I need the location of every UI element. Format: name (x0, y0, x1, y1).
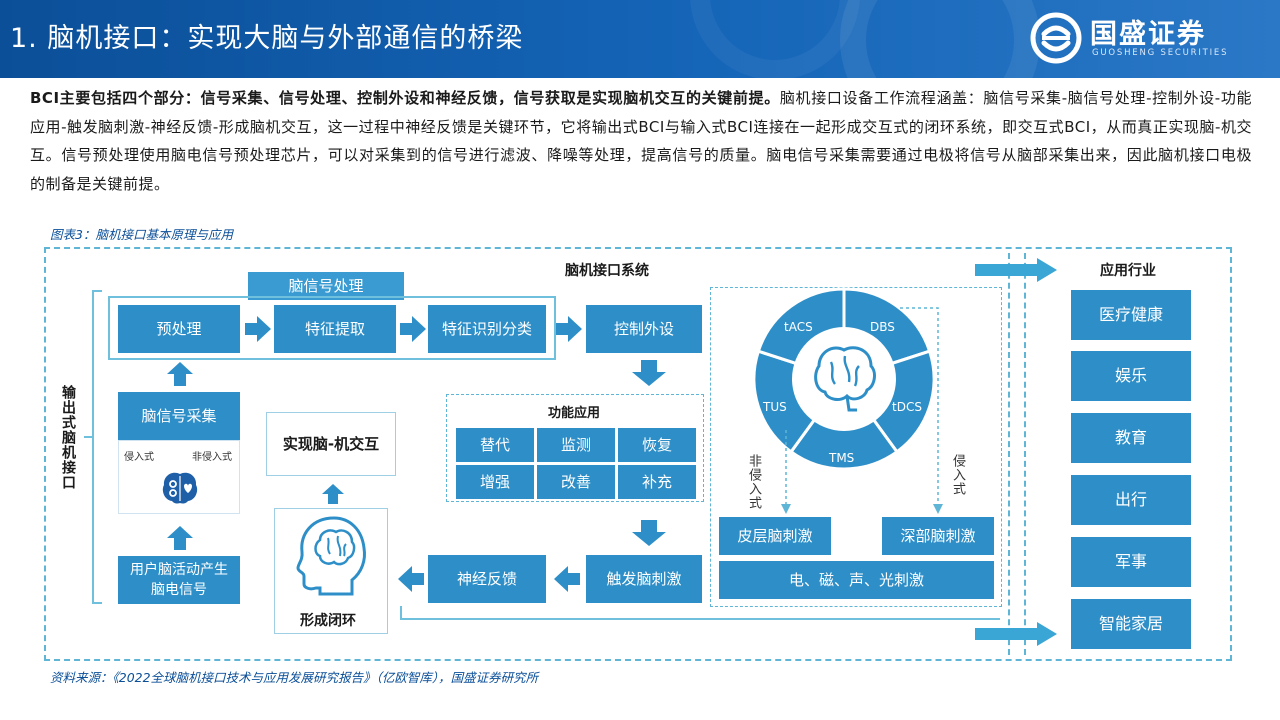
bracket-line (84, 436, 92, 438)
bracket-line (92, 290, 94, 604)
industry-item: 娱乐 (1071, 351, 1191, 401)
invasive-vertical: 侵入式 (950, 454, 965, 496)
arrow-down-icon (632, 360, 666, 386)
figure-source: 资料来源：《2022全球脑机接口技术与应用发展研究报告》（亿欧智库），国盛证券研… (50, 670, 539, 685)
industry-item: 教育 (1071, 413, 1191, 463)
return-line (400, 618, 1000, 620)
function-app-item: 恢复 (618, 428, 696, 462)
function-app-item: 补充 (618, 465, 696, 499)
intro-rest: 脑机接口设备工作流程涵盖：脑信号采集-脑信号处理-控制外设-功能应用-触发脑刺激… (30, 89, 1252, 193)
stim-types-box: 电、磁、声、光刺激 (719, 561, 994, 599)
non-invasive-label: 非侵入式 (192, 452, 232, 463)
industry-item: 医疗健康 (1071, 290, 1191, 340)
logo-text-cn: 国盛证券 (1090, 19, 1206, 50)
ring-label-tms: TMS (829, 451, 855, 465)
ring-label-tus: TUS (763, 400, 787, 414)
ring-label-tdcs: tDCS (892, 400, 922, 414)
industry-item: 出行 (1071, 475, 1191, 525)
ring-label-tacs: tACS (784, 320, 813, 334)
arrow-up-icon (167, 526, 193, 550)
signal-acquisition-box: 脑信号采集 (118, 392, 240, 440)
header-decoration (840, 0, 1040, 78)
non-invasive-vertical: 非侵入式 (746, 454, 761, 510)
arrow-up-icon (167, 362, 193, 386)
function-app-item: 改善 (537, 465, 615, 499)
intro-paragraph: BCI主要包括四个部分：信号采集、信号处理、控制外设和神经反馈，信号获取是实现脑… (30, 84, 1252, 198)
stimulation-ring-icon (752, 287, 936, 471)
bracket-line (92, 290, 102, 292)
arrow-up-icon (322, 484, 344, 504)
header-decoration (690, 0, 860, 78)
signal-processing-header: 脑信号处理 (248, 272, 404, 300)
bracket-line (92, 602, 102, 604)
cortical-stim-box: 皮层脑刺激 (719, 517, 831, 555)
deep-stim-box: 深部脑刺激 (882, 517, 994, 555)
function-app-item: 替代 (456, 428, 534, 462)
frame-divider (1008, 253, 1010, 655)
arrow-left-icon (398, 566, 424, 592)
arrow-right-icon (556, 316, 582, 342)
industry-item: 军事 (1071, 537, 1191, 587)
feature-extract-box: 特征提取 (274, 305, 396, 353)
brain-heart-icon (162, 472, 198, 504)
arrow-right-icon (245, 316, 271, 342)
output-bci-label: 输出式脑机接口 (60, 385, 76, 490)
invasive-label: 侵入式 (124, 452, 154, 463)
arrow-to-industries-icon (975, 622, 1057, 646)
header-bar: 1. 脑机接口：实现大脑与外部通信的桥梁 国盛证券 GUOSHENG SECUR… (0, 0, 1280, 78)
industry-item: 智能家居 (1071, 599, 1191, 649)
stimulation-group (710, 287, 1002, 607)
processing-group (108, 296, 556, 360)
closed-loop-box (274, 508, 388, 634)
arrow-right-icon (400, 316, 426, 342)
logo-mark-icon (1030, 12, 1082, 64)
preprocess-box: 预处理 (118, 305, 240, 353)
intro-bold: BCI主要包括四个部分：信号采集、信号处理、控制外设和神经反馈，信号获取是实现脑… (30, 89, 780, 107)
system-label: 脑机接口系统 (565, 263, 649, 279)
figure-title: 图表3：脑机接口基本原理与应用 (50, 227, 233, 242)
control-peripheral-box: 控制外设 (586, 305, 702, 353)
arrow-down-icon (632, 520, 666, 546)
arrow-to-industries-icon (975, 258, 1057, 282)
frame-divider (1024, 253, 1026, 655)
closed-loop-label: 形成闭环 (300, 613, 356, 629)
diagram-frame (44, 247, 1232, 661)
page-title: 1. 脑机接口：实现大脑与外部通信的桥梁 (10, 23, 524, 54)
arrow-left-icon (554, 566, 580, 592)
logo-text-en: GUOSHENG SECURITIES (1092, 48, 1229, 58)
function-apps-group (446, 394, 704, 502)
return-line (400, 606, 402, 620)
guide-arrows (781, 307, 943, 514)
trigger-stim-box: 触发脑刺激 (586, 555, 702, 603)
function-app-item: 监测 (537, 428, 615, 462)
industries-title: 应用行业 (1100, 263, 1156, 279)
head-brain-icon (296, 516, 366, 596)
user-brain-box: 用户脑活动产生脑电信号 (118, 556, 240, 604)
neuro-feedback-box: 神经反馈 (428, 555, 546, 603)
function-apps-title: 功能应用 (548, 406, 601, 421)
feature-classify-box: 特征识别分类 (428, 305, 546, 353)
brand-logo: 国盛证券 GUOSHENG SECURITIES (1030, 10, 1250, 66)
function-app-item: 增强 (456, 465, 534, 499)
realize-interaction-box: 实现脑-机交互 (266, 412, 396, 476)
ring-label-dbs: DBS (870, 320, 895, 334)
